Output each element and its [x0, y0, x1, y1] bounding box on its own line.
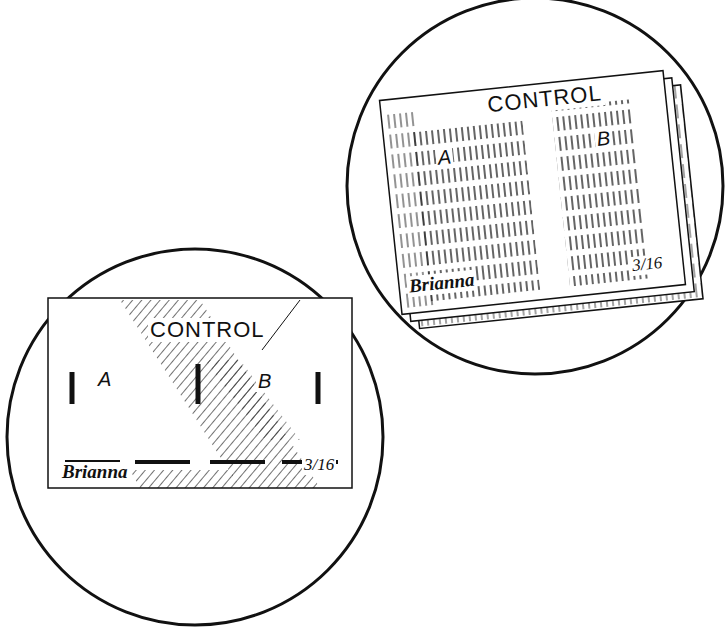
- slide-card: CONTROL A B Brianna 3/16: [380, 71, 686, 315]
- magnifier-circle: [7, 249, 383, 625]
- slide-outline: [48, 298, 352, 488]
- lane-label: B: [256, 370, 273, 392]
- lane-label: A: [96, 368, 113, 390]
- slide-title: CONTROL: [484, 81, 604, 117]
- student-name: Brianna: [60, 462, 129, 483]
- slide-hatching: [205, 360, 300, 440]
- date-label: 3/16: [629, 254, 665, 276]
- glare-line: [262, 300, 300, 350]
- gel-well: [70, 372, 75, 404]
- gel-band: [210, 460, 265, 464]
- gel-well: [316, 372, 321, 404]
- slide-hatching: [130, 470, 240, 488]
- slide-title: CONTROL: [148, 318, 267, 342]
- gel-band: [135, 460, 190, 464]
- gel-well: [196, 364, 201, 404]
- student-name: Brianna: [406, 269, 477, 297]
- lane-label: B: [594, 126, 614, 150]
- slide-outline: [380, 71, 686, 315]
- magnifier-circle: [347, 0, 723, 374]
- date-label: 3/16: [302, 456, 336, 475]
- slide-card: CONTROL A B Brianna 3/16: [48, 298, 352, 488]
- slide-hatching: [120, 300, 320, 488]
- lane-label: A: [435, 145, 455, 169]
